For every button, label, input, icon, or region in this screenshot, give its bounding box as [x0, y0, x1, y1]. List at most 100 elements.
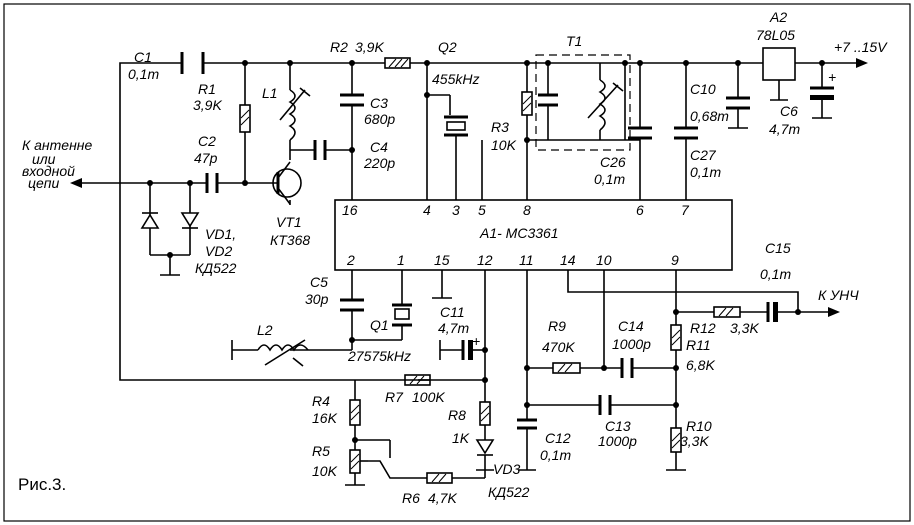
arrows	[70, 58, 868, 317]
pin-1: 1	[397, 252, 405, 268]
r2-value: 3,9K	[355, 39, 384, 55]
r5-value: 10K	[312, 463, 338, 479]
r9-value: 470K	[542, 339, 575, 355]
pin-10: 10	[596, 252, 612, 268]
c11-value: 4,7m	[438, 320, 469, 336]
r6-value: 4,7K	[428, 490, 457, 506]
c2-label: C2	[198, 133, 216, 149]
r6-label: R6	[402, 490, 420, 506]
pin-8: 8	[523, 202, 531, 218]
pin-9: 9	[671, 252, 679, 268]
figure-caption: Рис.3.	[18, 475, 66, 494]
c27-value: 0,1m	[690, 164, 721, 180]
c11-plus: +	[472, 333, 480, 349]
pin-14: 14	[560, 252, 576, 268]
pin-6: 6	[636, 202, 644, 218]
c10-value: 0,68m	[690, 108, 729, 124]
c2-value: 47p	[194, 150, 218, 166]
c26-label: C26	[600, 154, 626, 170]
c15-value: 0,1m	[760, 266, 791, 282]
r9-label: R9	[548, 318, 566, 334]
c6-plus: +	[828, 69, 836, 85]
c13-value: 1000p	[598, 433, 637, 449]
c3-value: 680p	[364, 111, 395, 127]
t1-label: T1	[566, 33, 582, 49]
c11-label: C11	[440, 304, 465, 320]
r3-value: 10K	[491, 137, 517, 153]
a2-label: A2	[769, 9, 787, 25]
antenna-label-3: входной	[22, 163, 75, 179]
ic-pin-numbers: 16 4 3 5 8 6 7 2 1 15 12 11 14 10 9	[342, 202, 690, 268]
r12-value: 3,3K	[730, 320, 759, 336]
output-label: К УНЧ	[818, 287, 859, 303]
vd12-value: КД522	[195, 260, 237, 276]
junctions	[147, 60, 825, 443]
pin-12: 12	[477, 252, 493, 268]
active-parts	[140, 47, 796, 462]
capacitors	[180, 52, 834, 430]
r4-value: 16K	[312, 410, 338, 426]
c26-value: 0,1m	[594, 171, 625, 187]
q2-label: Q2	[438, 39, 457, 55]
c5-label: C5	[310, 274, 328, 290]
vt1-label: VT1	[276, 214, 302, 230]
supply-label: +7 ..15V	[834, 39, 888, 55]
vd3-value: КД522	[488, 484, 530, 500]
c13-label: C13	[605, 418, 631, 434]
antenna-label-1: К антенне	[22, 137, 92, 153]
vt1-value: КТ368	[270, 232, 310, 248]
r10-label: R10	[686, 418, 712, 434]
a2-value: 78L05	[756, 27, 795, 43]
c6-value: 4,7m	[769, 121, 800, 137]
r8-value: 1K	[452, 430, 470, 446]
figure-border	[3, 3, 911, 522]
c3-label: C3	[370, 95, 388, 111]
pin-7: 7	[681, 202, 690, 218]
l1-label: L1	[262, 85, 278, 101]
vd12-label-2: VD2	[205, 243, 232, 259]
r7-label: R7	[385, 389, 404, 405]
pin-2: 2	[346, 252, 355, 268]
c1-value: 0,1m	[128, 66, 159, 82]
c15-label: C15	[765, 240, 791, 256]
c12-label: C12	[545, 430, 571, 446]
pin-4: 4	[423, 202, 431, 218]
r10-value: 3,3K	[680, 433, 709, 449]
r5-label: R5	[312, 443, 330, 459]
pin-11: 11	[519, 252, 534, 268]
c6-label: C6	[780, 103, 798, 119]
antenna-label-2: или	[32, 151, 56, 167]
component-labels: C1 0,1m R1 3,9K R2 3,9K L1 C3 680p C4 22…	[128, 9, 800, 506]
r11-value: 6,8K	[686, 357, 715, 373]
q2-value: 455kHz	[432, 71, 479, 87]
c4-label: C4	[370, 139, 388, 155]
c12-value: 0,1m	[540, 447, 571, 463]
pin-5: 5	[478, 202, 486, 218]
antenna-label-4: цепи	[28, 175, 59, 191]
c1-label: C1	[134, 49, 152, 65]
l2-label: L2	[257, 322, 273, 338]
c27-label: C27	[690, 147, 717, 163]
r11-label: R11	[686, 337, 711, 353]
c4-value: 220p	[363, 155, 395, 171]
c14-label: C14	[618, 318, 644, 334]
pin-16: 16	[342, 202, 358, 218]
r3-label: R3	[491, 119, 509, 135]
r1-value: 3,9K	[193, 97, 222, 113]
pin-3: 3	[452, 202, 460, 218]
pin-15: 15	[434, 252, 450, 268]
vd3-label: VD3	[493, 461, 520, 477]
r4-label: R4	[312, 393, 330, 409]
c14-value: 1000p	[612, 336, 651, 352]
c5-value: 30p	[305, 291, 329, 307]
q1-label: Q1	[370, 317, 389, 333]
r7-value: 100K	[412, 389, 445, 405]
r12-label: R12	[690, 320, 716, 336]
r2-label: R2	[330, 39, 348, 55]
vd12-label-1: VD1,	[205, 226, 236, 242]
q1-value: 27575kHz	[347, 348, 411, 364]
terminal-labels: К антенне или входной цепи +7 ..15V К УН…	[18, 39, 888, 494]
r1-label: R1	[198, 81, 216, 97]
